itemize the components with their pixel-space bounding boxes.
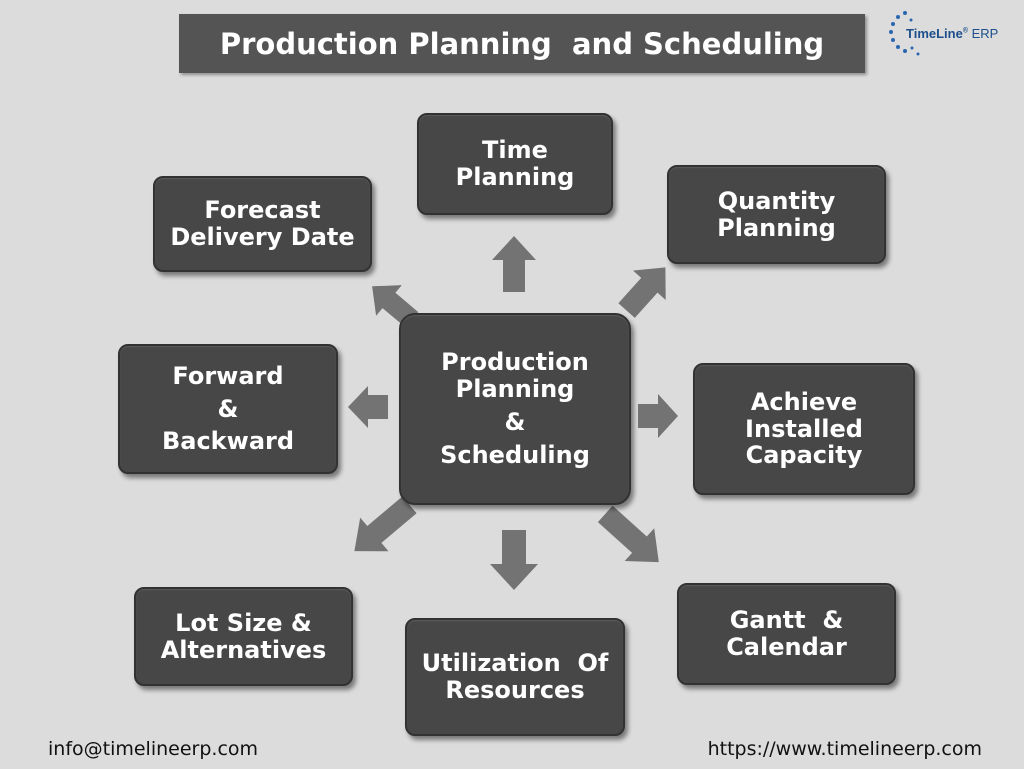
node-label-line: Gantt & bbox=[729, 606, 844, 635]
node-forward-backward: Forward & Backward bbox=[118, 344, 338, 474]
node-label-line: Lot Size & bbox=[175, 608, 312, 637]
page-title: Production Planning and Scheduling bbox=[179, 14, 865, 73]
logo-text: TimeLine® ERP bbox=[906, 26, 998, 41]
node-label-line: Quantity bbox=[717, 186, 836, 215]
logo-name: TimeLine bbox=[906, 26, 963, 41]
timeline-erp-logo: TimeLine® ERP bbox=[885, 8, 1015, 68]
node-gantt-calendar: Gantt &Calendar bbox=[677, 583, 896, 685]
node-label-line: Production bbox=[441, 348, 589, 377]
node-label-line: Installed bbox=[745, 414, 863, 443]
node-label-line: Calendar bbox=[726, 633, 847, 661]
footer-email: info@timelineerp.com bbox=[48, 738, 259, 760]
arrow-to-quantity-planning bbox=[618, 267, 666, 318]
arrow-to-lot-size-alternatives bbox=[354, 496, 417, 552]
node-label-line: Achieve bbox=[750, 387, 858, 416]
node-label-line: Planning bbox=[455, 163, 575, 191]
node-label-line: Forecast bbox=[204, 196, 321, 225]
logo-dots-icon bbox=[889, 11, 920, 56]
node-label-line: Utilization Of bbox=[421, 649, 609, 678]
logo-suffix: ERP bbox=[968, 26, 999, 41]
node-label-line: Backward bbox=[161, 427, 295, 456]
node-label-line: Time bbox=[482, 136, 548, 165]
node-label-line: Resources bbox=[445, 676, 585, 704]
arrow-to-forward-backward bbox=[348, 386, 388, 428]
node-label-line: Alternatives bbox=[160, 635, 327, 664]
logo-registered-mark: ® bbox=[962, 27, 969, 35]
node-label-line: Delivery Date bbox=[170, 223, 355, 251]
node-label-line: Forward bbox=[172, 361, 284, 390]
node-label-line: & bbox=[504, 408, 526, 436]
arrow-to-utilization-of-resources bbox=[490, 530, 538, 590]
footer-website: https://www.timelineerp.com bbox=[707, 738, 982, 760]
node-label-line: Scheduling bbox=[440, 440, 590, 469]
node-label-line: Planning bbox=[717, 213, 836, 242]
node-label-line: Planning bbox=[455, 375, 575, 404]
arrow-to-gantt-calendar bbox=[597, 505, 659, 563]
node-label-line: & bbox=[217, 394, 239, 423]
arrow-up-to-time-planning bbox=[492, 236, 536, 292]
node-lot-size-alternatives: Lot Size &Alternatives bbox=[134, 587, 353, 686]
arrow-to-achieve-installed-capacity bbox=[638, 394, 678, 438]
node-label-line: Capacity bbox=[745, 441, 863, 470]
